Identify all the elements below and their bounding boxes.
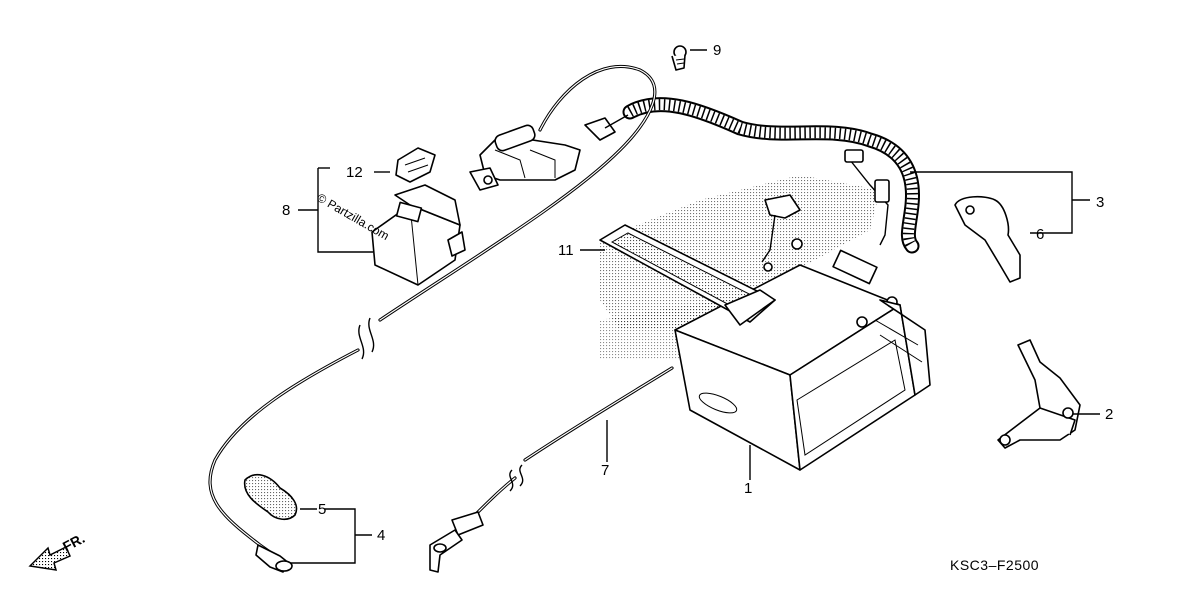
callout-6: 6 <box>1036 226 1044 243</box>
ground-cable <box>208 64 657 573</box>
relay-connector <box>469 114 629 191</box>
terminal-boot <box>243 473 298 521</box>
callout-1: 1 <box>744 480 752 497</box>
bolt <box>671 45 687 71</box>
callout-4: 4 <box>377 527 385 544</box>
battery <box>674 249 931 471</box>
callout-5: 5 <box>318 501 326 518</box>
callout-9: 9 <box>713 42 721 59</box>
leader-lines <box>290 49 1100 564</box>
callout-labels: 9 12 8 11 3 6 2 1 7 5 4 <box>282 42 1113 544</box>
callout-3: 3 <box>1096 194 1104 211</box>
callout-11: 11 <box>558 242 574 259</box>
callout-7: 7 <box>601 462 609 479</box>
watermark: © Partzilla.com <box>315 190 392 243</box>
diagram-code: KSC3–F2500 <box>950 557 1039 573</box>
front-direction-marker: FR. <box>28 530 87 571</box>
positive-terminal <box>761 194 803 263</box>
battery-bracket <box>997 339 1081 449</box>
callout-2: 2 <box>1105 406 1113 423</box>
negative-cable <box>429 366 674 573</box>
terminal-cover <box>954 195 1021 283</box>
callout-8: 8 <box>282 202 290 219</box>
fuse <box>395 147 436 183</box>
battery-strap <box>599 224 776 326</box>
starter-relay <box>371 184 466 286</box>
main-harness <box>622 97 920 254</box>
callout-12: 12 <box>346 164 363 181</box>
